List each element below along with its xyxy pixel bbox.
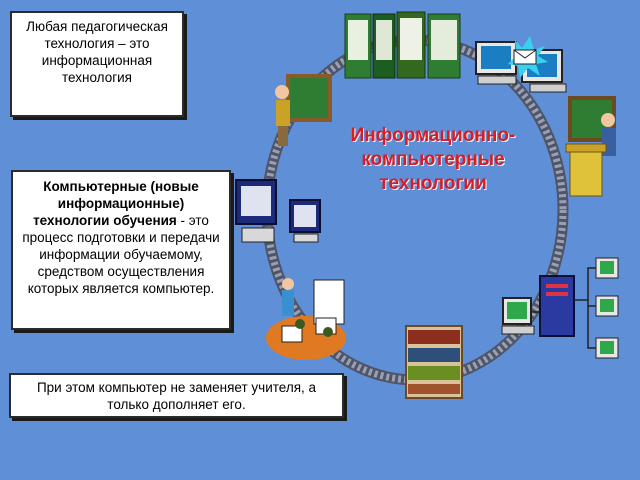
info-box-top-text: Любая педагогическая технология – это ин…: [26, 19, 168, 85]
teacher-right-icon: [565, 96, 616, 197]
center-title: Информационно-компьютерные технологии: [350, 125, 516, 194]
definition-term: Компьютерные (новые информационные) техн…: [33, 179, 199, 228]
info-box-bottom-text: При этом компьютер не заменяет учителя, …: [36, 380, 317, 412]
books-icon: [344, 11, 461, 79]
teacher-board-icon: [275, 74, 332, 146]
network-computers-icon: [475, 36, 567, 93]
computers-left-icon: [235, 179, 321, 243]
definition-text: - это процесс подготовки и передачи инфо…: [22, 213, 220, 296]
info-box-top: Любая педагогическая технология – это ин…: [10, 11, 184, 117]
info-box-bottom: При этом компьютер не заменяет учителя, …: [9, 373, 344, 418]
classroom-icon: [266, 278, 346, 360]
server-network-icon: [501, 257, 619, 359]
library-icon: [405, 325, 463, 399]
info-box-definition: Компьютерные (новые информационные) техн…: [11, 170, 231, 330]
